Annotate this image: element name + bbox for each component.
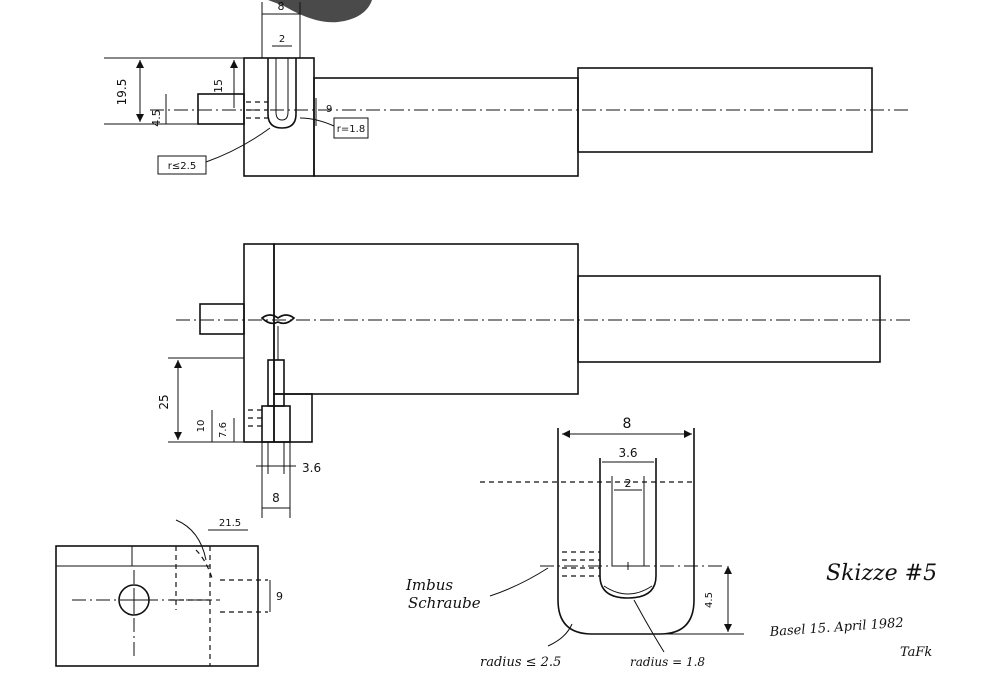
detail-slot-outer	[599, 458, 657, 599]
end-view-block	[55, 545, 259, 667]
top-view-stub	[197, 93, 245, 125]
label-skizze: Skizze #5	[826, 561, 937, 586]
scan-smudge	[268, 0, 372, 23]
dim-7-6: 7.6	[218, 422, 229, 438]
side-view-shaft-large	[273, 243, 579, 395]
label-radius-le: radius ≤ 2.5	[480, 655, 561, 670]
top-view: 19.5 4.5 15 8 2 9 r=1.8 r≤2.5	[104, 0, 910, 177]
dim-detail-2: 2	[625, 477, 632, 490]
dim-mid-8: 8	[272, 491, 280, 505]
dim-top-8: 8	[278, 0, 285, 13]
side-view-shaft-end	[577, 275, 881, 363]
dim-top-9: 9	[326, 104, 332, 115]
leader-line	[299, 117, 335, 127]
side-view-screw-head	[261, 405, 291, 443]
side-view-stub	[199, 303, 245, 335]
dim-25: 25	[157, 394, 171, 409]
label-r-2-5: r≤2.5	[168, 161, 196, 172]
label-imbus: Imbus	[405, 576, 453, 594]
dim-low-9: 9	[276, 590, 283, 603]
dim-detail-8: 8	[623, 416, 632, 432]
side-view-bore	[260, 314, 296, 325]
top-view-slot-inner	[275, 58, 289, 121]
label-schraube: Schraube	[408, 594, 481, 612]
detail-view: 8 3.6 2 4.5	[480, 416, 744, 653]
dim-top-2: 2	[279, 34, 285, 45]
top-view-slot-outer	[267, 58, 297, 129]
label-radius-eq: radius = 1.8	[630, 655, 705, 669]
leader-radius-le	[547, 623, 573, 647]
detail-slot-bottom	[603, 585, 653, 595]
r25-label-box	[157, 155, 207, 175]
dim-mid-3-6: 3.6	[302, 461, 321, 475]
detail-hidden-bore	[562, 551, 600, 577]
detail-outline	[557, 428, 695, 635]
dim-arrow	[230, 60, 238, 68]
side-view-lower-block	[273, 393, 313, 443]
dim-4-5: 4.5	[150, 109, 163, 127]
label-r-1-8: r=1.8	[337, 124, 365, 135]
dim-arrows	[174, 360, 182, 440]
side-view-hidden	[248, 409, 262, 427]
label-initials: TaFk	[900, 645, 932, 660]
dim-arrows	[724, 566, 732, 632]
top-view-block	[243, 57, 315, 177]
leader-radius-eq	[633, 599, 665, 653]
side-view-slot	[267, 359, 285, 407]
leader-line	[175, 519, 207, 561]
side-view: 25 10 7.6 3.6 8	[157, 243, 910, 518]
dim-detail-3-6: 3.6	[618, 446, 637, 460]
dim-19-5: 19.5	[115, 79, 129, 106]
leader-line	[205, 127, 271, 163]
r18-label-box	[333, 117, 369, 139]
side-view-block	[243, 243, 275, 443]
dim-10: 10	[196, 420, 207, 433]
dim-15: 15	[212, 79, 225, 93]
dim-detail-4-5: 4.5	[704, 592, 715, 608]
end-view-hidden	[170, 546, 268, 666]
dim-21-5: 21.5	[219, 518, 241, 529]
label-date: Basel 15. April 1982	[768, 616, 904, 640]
leader-imbus	[489, 567, 549, 597]
annotations: Imbus Schraube radius ≤ 2.5 radius = 1.8…	[405, 561, 937, 670]
end-view: 21.5 9	[55, 518, 283, 667]
